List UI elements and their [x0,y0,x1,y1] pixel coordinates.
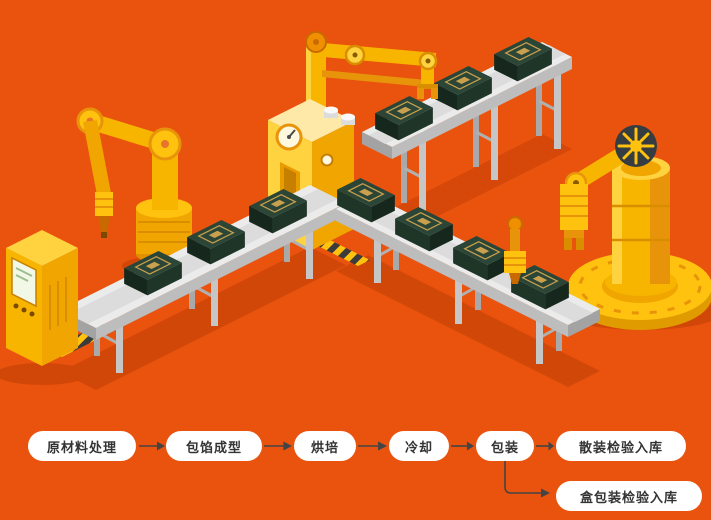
flow-step-cooling: 冷却 [389,431,449,461]
factory-illustration [0,31,711,390]
flow-step-baking: 烘培 [294,431,356,461]
conveyor-left [60,185,346,373]
flow-step-label: 烘培 [310,439,339,455]
flow-step-label: 包馅成型 [185,439,242,455]
gripper-icon [417,84,438,99]
console-button [21,307,27,313]
rotary-joint-icon [615,125,657,167]
flow-arrow-icon [358,441,387,451]
flow-step-bulk-inspection-storage: 散装检验入库 [556,431,686,461]
flow-step-label: 散装检验入库 [578,439,663,455]
flow-step-label: 包装 [490,439,519,455]
gripper-icon [560,184,588,250]
conveyor-upper-right [362,36,572,216]
flow-arrow-icon [536,441,554,451]
conveyor-lower-right [336,177,600,364]
flow-step-packaging: 包装 [476,431,534,461]
console-button [29,311,35,317]
flow-step-raw-material-processing: 原材料处理 [28,431,136,461]
flow-arrow-icon [139,441,165,451]
flow-arrow-icon [264,441,292,451]
gauge-icon [320,153,334,167]
nozzle-icon [98,216,110,232]
flow-arrow-icon [451,441,474,451]
console-button [13,303,19,309]
flow-step-label: 原材料处理 [46,439,117,455]
flow-step-label: 盒包装检验入库 [579,489,678,505]
process-flowchart: 原材料处理 包馅成型 烘培 冷却 包装 散装检验入库 [0,410,711,520]
flow-step-boxed-inspection-storage: 盒包装检验入库 [556,481,702,511]
left-robot-arm [76,107,192,264]
flow-step-label: 冷却 [404,439,433,455]
flow-branch-connector-icon [504,461,550,498]
stamper [504,216,526,284]
flow-step-filling-forming: 包馅成型 [166,431,262,461]
rotary-robot-platform [560,125,711,330]
control-console [6,230,78,366]
